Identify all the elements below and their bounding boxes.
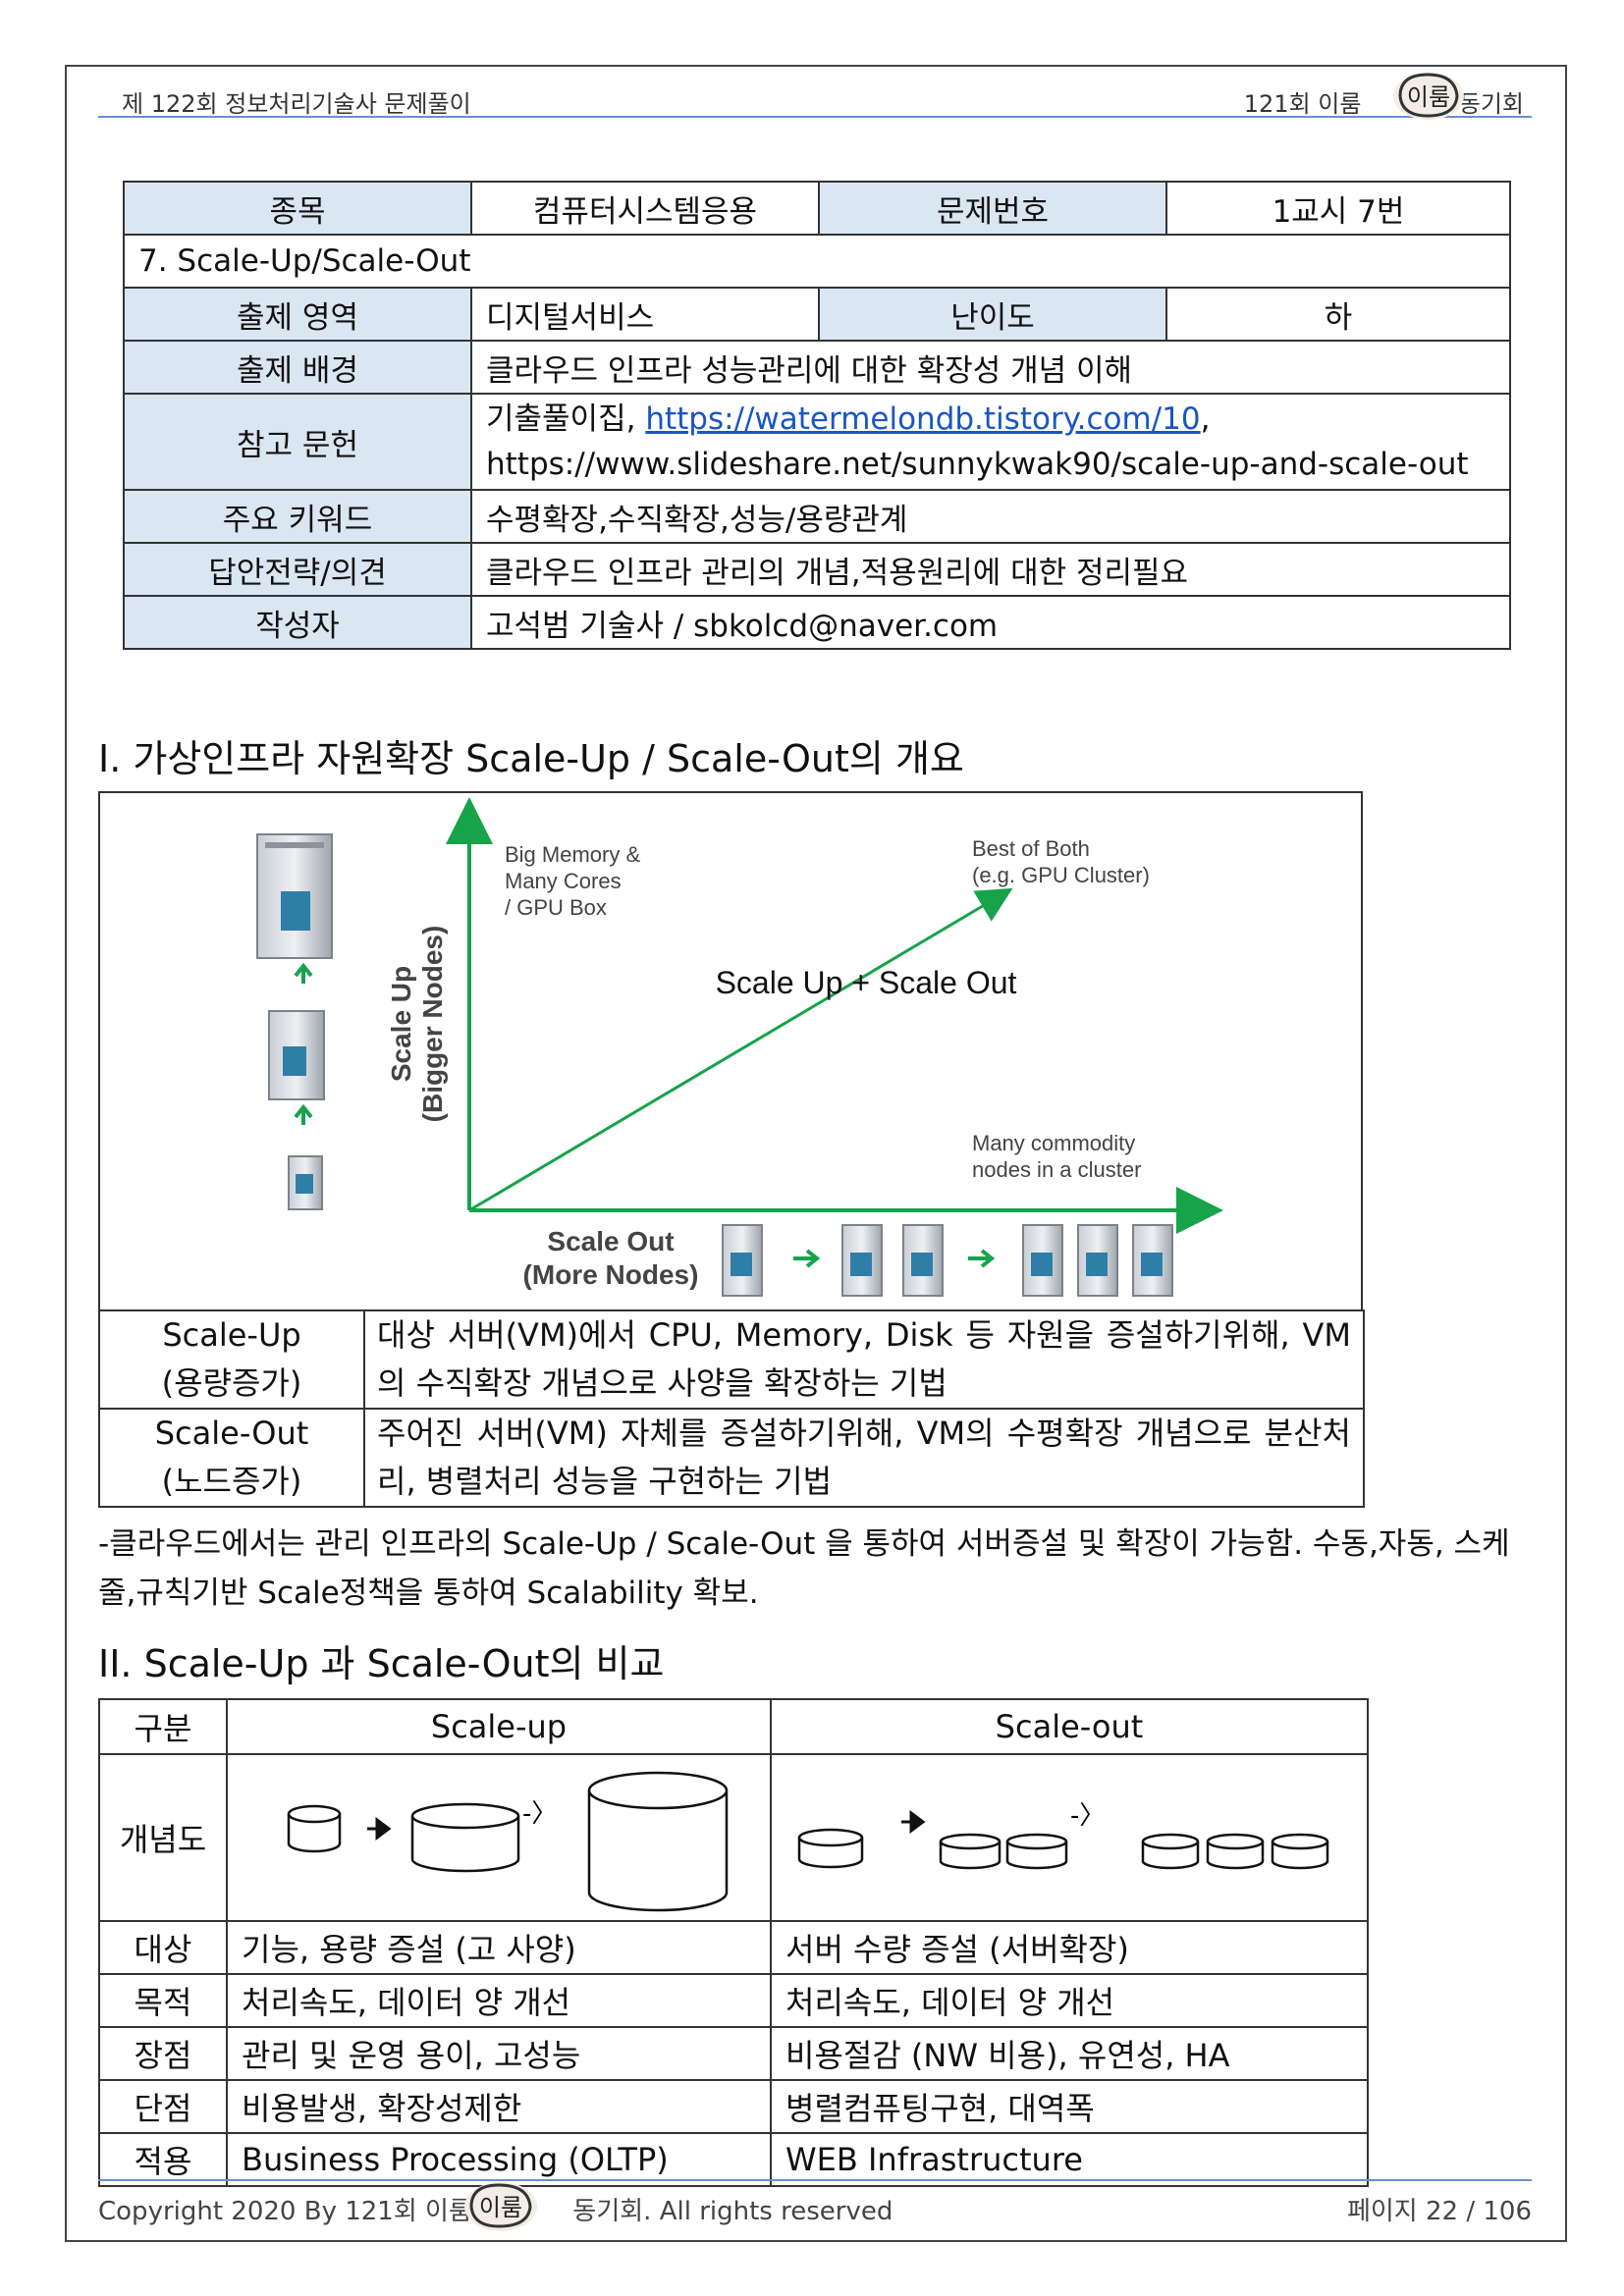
- concept-label: 개념도: [98, 1753, 228, 1922]
- section1-note: -클라우드에서는 관리 인프라의 Scale-Up / Scale-Out 을 …: [98, 1526, 1510, 1611]
- svg-text:Many Cores: Many Cores: [505, 869, 622, 893]
- application-scale-out: WEB Infrastructure: [770, 2132, 1369, 2187]
- pros-scale-out: 비용절감 (NW 비용), 유연성, HA: [770, 2026, 1369, 2081]
- right-arrow-icon: [968, 1249, 996, 1268]
- x-axis-label-line2: (More Nodes): [523, 1259, 699, 1290]
- qno-label: 문제번호: [818, 181, 1167, 236]
- keyword-label: 주요 키워드: [123, 489, 472, 544]
- reference-line2: https://www.slideshare.net/sunnykwak90/s…: [486, 447, 1469, 482]
- svg-text:nodes in a cluster: nodes in a cluster: [972, 1157, 1141, 1182]
- row-label-application: 적용: [98, 2132, 228, 2187]
- reference-label: 참고 문헌: [123, 393, 472, 491]
- row-label-cons: 단점: [98, 2079, 228, 2134]
- author-value: 고석범 기술사 / sbkolcd@naver.com: [470, 595, 1511, 650]
- arrow-text: -〉: [1070, 1801, 1105, 1831]
- scale-up-desc: 대상 서버(VM)에서 CPU, Memory, Disk 등 자원을 증설하기…: [363, 1309, 1365, 1410]
- annotation-big-memory: Big Memory &: [505, 842, 640, 867]
- row-label-purpose: 목적: [98, 1973, 228, 2028]
- area-value: 디지털서비스: [470, 287, 820, 342]
- purpose-scale-out: 처리속도, 데이터 양 개선: [770, 1973, 1369, 2028]
- scale-out-concept-diagram: -〉: [770, 1753, 1369, 1922]
- col-header-category: 구분: [98, 1698, 228, 1755]
- svg-text:이룸: 이룸: [1407, 83, 1450, 111]
- row-label-pros: 장점: [98, 2026, 228, 2081]
- database-medium-icon: [410, 1802, 520, 1873]
- club-logo-icon: 이룸: [1393, 73, 1464, 120]
- x-axis-label-line1: Scale Out: [547, 1226, 674, 1256]
- difficulty-value: 하: [1165, 287, 1511, 342]
- right-arrow-icon: [793, 1249, 821, 1268]
- arrow-right-icon: [367, 1817, 392, 1841]
- pros-scale-up: 관리 및 운영 용이, 고성능: [226, 2026, 772, 2081]
- server-cluster-3-icon: [1022, 1224, 1173, 1297]
- database-pair-icon: [939, 1833, 1068, 1870]
- page-footer: Copyright 2020 By 121회 이룸 동기회. All right…: [98, 2179, 1532, 2231]
- database-triple-icon: [1141, 1833, 1329, 1870]
- arrow-text: -〉: [522, 1799, 557, 1829]
- col-header-scale-out: Scale-out: [770, 1698, 1369, 1755]
- server-small-icon: [288, 1155, 323, 1210]
- svg-text:(e.g. GPU Cluster): (e.g. GPU Cluster): [972, 863, 1150, 887]
- footer-copyright: Copyright 2020 By 121회 이룸 동기회. All right…: [98, 2197, 893, 2226]
- header-right: 121회 이룸 동기회: [1243, 90, 1524, 118]
- question-info-table: 종목 컴퓨터시스템응용 문제번호 1교시 7번 7. Scale-Up/Scal…: [123, 181, 1511, 650]
- scale-diagram: Scale Up (Bigger Nodes) Scale Out (More …: [98, 791, 1363, 1311]
- target-scale-out: 서버 수량 증설 (서버확장): [770, 1920, 1369, 1975]
- question-title: 7. Scale-Up/Scale-Out: [123, 234, 1511, 289]
- svg-text:/ GPU Box: / GPU Box: [505, 895, 607, 920]
- annotation-many-commodity: Many commodity: [972, 1131, 1135, 1155]
- cons-scale-out: 병렬컴퓨팅구현, 대역폭: [770, 2079, 1369, 2134]
- scale-definition-table: Scale-Up(용량증가) 대상 서버(VM)에서 CPU, Memory, …: [98, 1309, 1365, 1508]
- qno-value: 1교시 7번: [1165, 181, 1511, 236]
- database-single-icon: [797, 1828, 864, 1869]
- server-cluster-1-icon: [722, 1224, 763, 1297]
- section2-title: II. Scale-Up 과 Scale-Out의 비교: [98, 1642, 665, 1685]
- up-arrow-icon: [294, 962, 313, 984]
- server-cluster-2-icon: [841, 1224, 944, 1297]
- purpose-scale-up: 처리속도, 데이터 양 개선: [226, 1973, 772, 2028]
- page-frame: [65, 65, 1567, 2242]
- cons-scale-up: 비용발생, 확장성제한: [226, 2079, 772, 2134]
- club-logo-icon: 이룸: [464, 2182, 537, 2231]
- section1-title: I. 가상인프라 자원확장 Scale-Up / Scale-Out의 개요: [98, 737, 964, 780]
- keyword-value: 수평확장,수직확장,성능/용량관계: [470, 489, 1511, 544]
- page-header: 제 122회 정보처리기술사 문제풀이 121회 이룸 동기회 이룸: [98, 73, 1532, 120]
- col-header-scale-up: Scale-up: [226, 1698, 772, 1755]
- reference-value: 기출풀이집, https://watermelondb.tistory.com/…: [470, 393, 1511, 491]
- author-label: 작성자: [123, 595, 472, 650]
- background-value: 클라우드 인프라 성능관리에 대한 확장성 개념 이해: [470, 340, 1511, 395]
- strategy-label: 답안전략/의견: [123, 542, 472, 597]
- header-title: 제 122회 정보처리기술사 문제풀이: [122, 90, 471, 118]
- y-axis-label: Scale Up (Bigger Nodes): [386, 926, 448, 1123]
- up-arrow-icon: [294, 1103, 313, 1125]
- strategy-value: 클라우드 인프라 관리의 개념,적용원리에 대한 정리필요: [470, 542, 1511, 597]
- area-label: 출제 영역: [123, 287, 472, 342]
- center-label: Scale Up + Scale Out: [716, 965, 1017, 1000]
- svg-text:이룸: 이룸: [479, 2194, 522, 2221]
- scale-out-desc: 주어진 서버(VM) 자체를 증설하기위해, VM의 수평확장 개념으로 분산처…: [363, 1408, 1365, 1508]
- comparison-table: 구분 Scale-up Scale-out 개념도 -〉: [98, 1698, 1369, 2187]
- subject-label: 종목: [123, 181, 472, 236]
- database-large-icon: [587, 1771, 729, 1912]
- background-label: 출제 배경: [123, 340, 472, 395]
- target-scale-up: 기능, 용량 증설 (고 사양): [226, 1920, 772, 1975]
- diagonal-arrow: [468, 887, 1013, 1212]
- difficulty-label: 난이도: [818, 287, 1167, 342]
- subject-value: 컴퓨터시스템응용: [470, 181, 820, 236]
- annotation-best-of-both: Best of Both: [972, 836, 1090, 861]
- svg-text:(Bigger Nodes): (Bigger Nodes): [417, 926, 448, 1123]
- row-label-target: 대상: [98, 1920, 228, 1975]
- page-number: 페이지 22 / 106: [1346, 2197, 1532, 2226]
- scale-out-label: Scale-Out(노드증가): [98, 1408, 365, 1508]
- arrow-right-icon: [901, 1810, 926, 1834]
- scale-up-concept-diagram: -〉: [226, 1753, 772, 1922]
- server-large-icon: [256, 833, 333, 959]
- database-small-icon: [287, 1804, 342, 1853]
- reference-link[interactable]: https://watermelondb.tistory.com/10: [645, 401, 1201, 437]
- scale-up-label: Scale-Up(용량증가): [98, 1309, 365, 1410]
- svg-text:Scale Up: Scale Up: [386, 966, 416, 1082]
- server-medium-icon: [268, 1010, 325, 1100]
